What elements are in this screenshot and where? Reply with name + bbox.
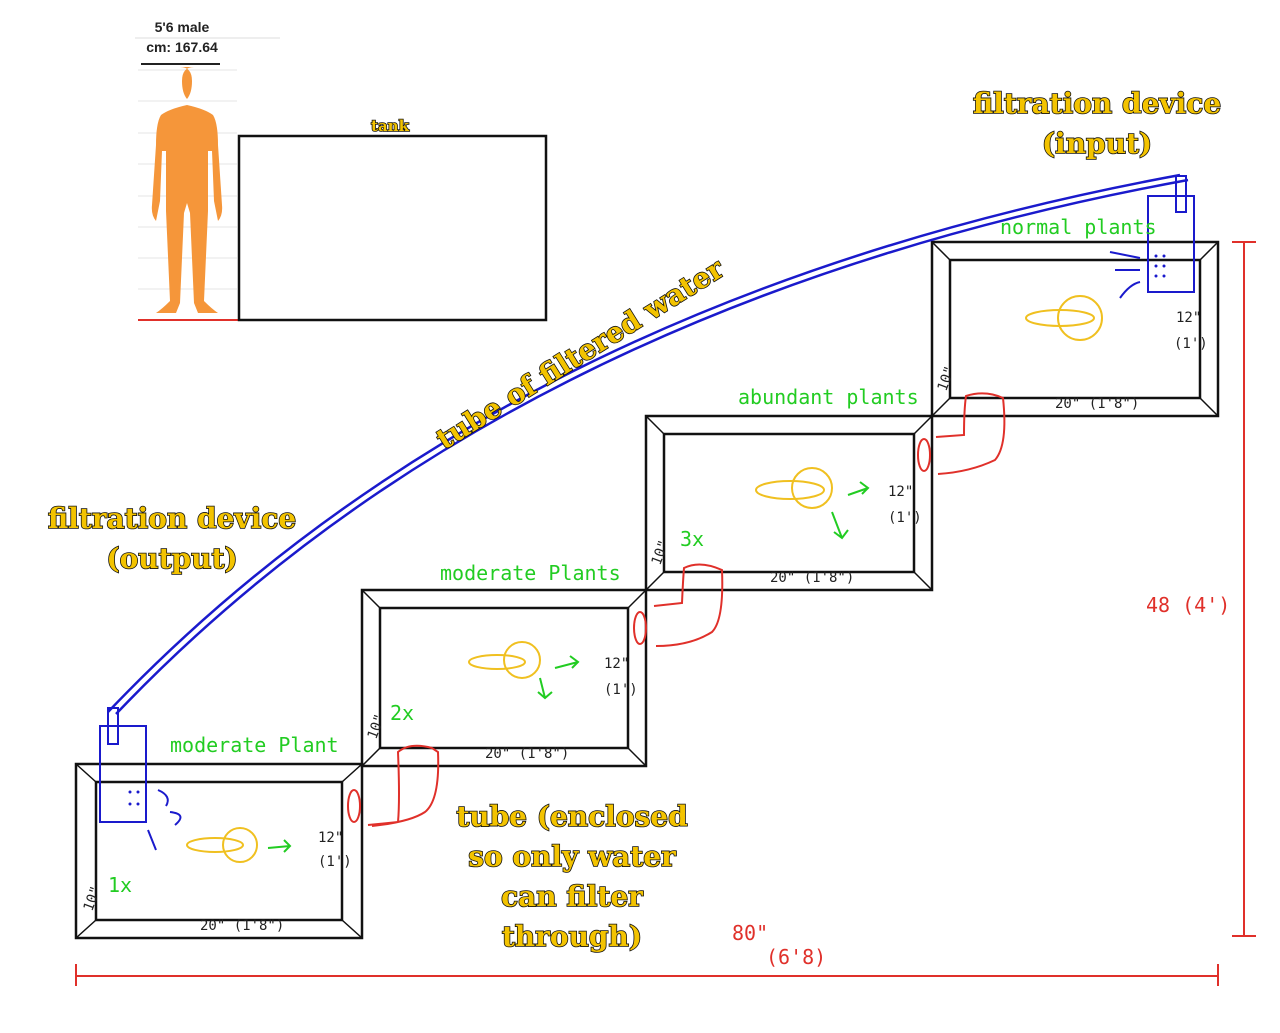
tank-4-height-ft: (1') <box>1174 336 1208 352</box>
height-label: 5'6 male <box>155 19 210 35</box>
tank-1-count: 1x <box>108 873 132 897</box>
filtration-input-sub: (input) <box>1042 127 1152 160</box>
tank-4-plants: normal plants <box>1000 215 1157 239</box>
reference-tank <box>237 134 548 322</box>
tank-3-plants: abundant plants <box>738 385 919 409</box>
tank-4-height: 12" <box>1176 310 1201 326</box>
filtration-devices <box>99 175 1195 851</box>
tank-2-plants: moderate Plants <box>440 561 621 585</box>
total-width: 80" <box>732 921 768 945</box>
tank-3-height: 12" <box>888 484 913 500</box>
tank-2-depth: 10" <box>365 712 389 741</box>
cm-label: cm: 167.64 <box>146 39 218 55</box>
tank-4 <box>930 240 1220 418</box>
overflow-tube-3-4 <box>917 392 1006 475</box>
tank-4-width: 20" (1'8") <box>1055 396 1139 412</box>
tank-2 <box>360 588 648 768</box>
overflow-tube-2-3 <box>633 563 724 647</box>
total-width-ft: (6'8) <box>766 945 826 969</box>
tank-2-count: 2x <box>390 701 414 725</box>
tube-enclosed-line-4: through) <box>502 920 642 953</box>
filtration-input-title: filtration device <box>973 87 1221 120</box>
filtration-output-sub: (output) <box>106 542 237 575</box>
fish-icons <box>186 295 1103 863</box>
tank-2-height-ft: (1') <box>604 682 638 698</box>
dimension-lines <box>75 241 1256 986</box>
filtration-output-title: filtration device <box>48 502 296 535</box>
fish-icon <box>468 641 541 679</box>
tank-1-height: 12" <box>318 830 343 846</box>
tank-3-depth: 10" <box>649 538 673 567</box>
tank-1-height-ft: (1') <box>318 854 352 870</box>
tank-1-plants: moderate Plant <box>170 733 339 757</box>
tank-3 <box>644 414 934 592</box>
tube-filtered-label: tube of filtered water <box>430 251 730 456</box>
tank-2-width: 20" (1'8") <box>485 746 569 762</box>
tank-1-width: 20" (1'8") <box>200 918 284 934</box>
fish-icon <box>1025 295 1103 341</box>
filtration-device-input <box>1109 175 1195 299</box>
tank-1 <box>74 762 364 940</box>
tank-4-depth: 10" <box>935 364 959 393</box>
overflow-tubes <box>347 392 1006 827</box>
tank-3-height-ft: (1') <box>888 510 922 526</box>
fish-icon <box>755 467 833 509</box>
person-silhouette <box>151 67 223 313</box>
size-reference: 5'6 male cm: 167.64 tank <box>135 19 548 322</box>
tank-3-count: 3x <box>680 527 704 551</box>
total-height: 48 (4') <box>1146 593 1230 617</box>
tube-enclosed-line-3: can filter <box>501 880 644 913</box>
tank-1-depth: 10" <box>81 884 105 913</box>
tank-2-height: 12" <box>604 656 629 672</box>
tank-label: tank <box>371 117 410 135</box>
tank-3-width: 20" (1'8") <box>770 570 854 586</box>
flow-arrows <box>267 481 870 853</box>
overflow-tube-1-2 <box>347 744 440 827</box>
tube-enclosed-line-2: so only water <box>468 840 677 873</box>
filtration-device-output <box>99 707 182 851</box>
filtered-water-tube <box>107 173 1189 715</box>
tube-enclosed-line-1: tube (enclosed <box>456 800 687 833</box>
fish-icon <box>186 827 258 863</box>
